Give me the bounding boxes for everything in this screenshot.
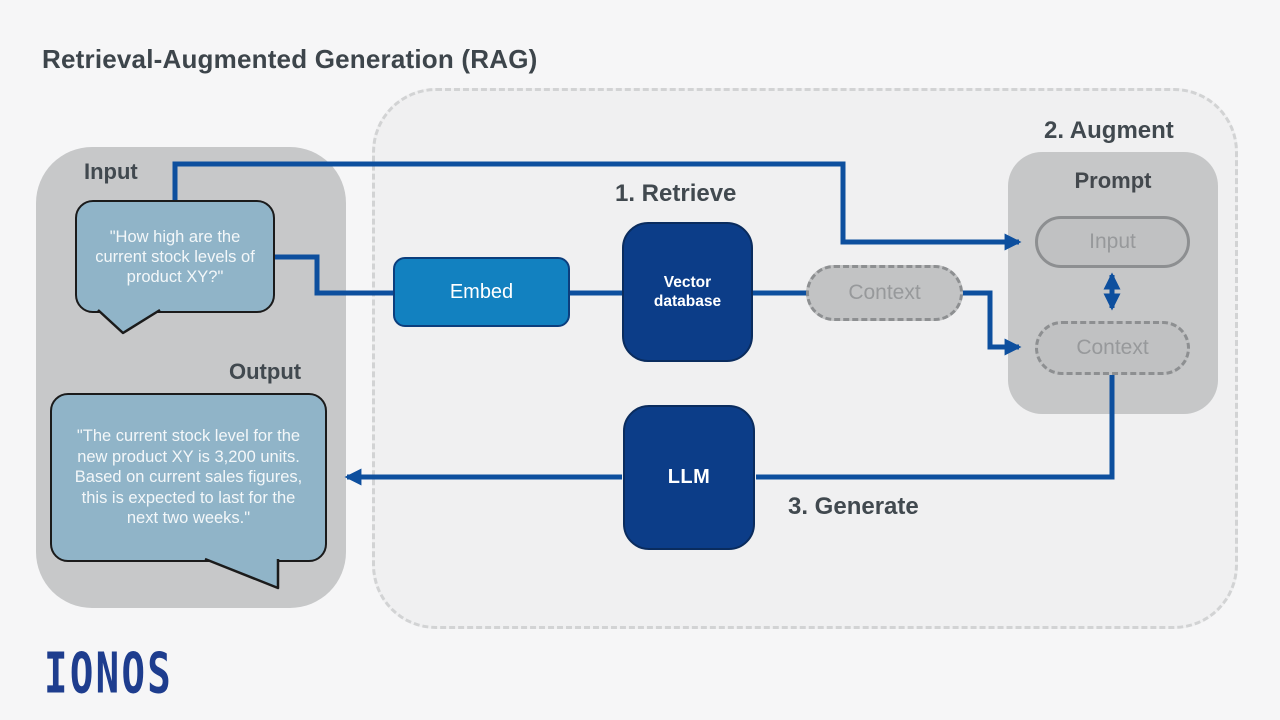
context-node: Context	[806, 265, 963, 321]
input-speech-bubble: "How high are the current stock levels o…	[75, 200, 275, 313]
prompt-input-oval: Input	[1035, 216, 1190, 268]
step-augment-label: 2. Augment	[1044, 117, 1174, 144]
step-generate-label: 3. Generate	[788, 493, 919, 520]
output-speech-bubble: "The current stock level for the new pro…	[50, 393, 327, 562]
llm-node: LLM	[623, 405, 755, 550]
input-section-label: Input	[84, 159, 138, 184]
step-retrieve-label: 1. Retrieve	[615, 180, 737, 207]
vector-database-node: Vector database	[622, 222, 753, 362]
output-section-label: Output	[229, 359, 302, 384]
page-title: Retrieval-Augmented Generation (RAG)	[42, 44, 538, 74]
prompt-context-oval: Context	[1035, 321, 1190, 375]
ionos-logo: IONOS	[44, 641, 174, 706]
prompt-label: Prompt	[1074, 168, 1152, 193]
embed-node: Embed	[393, 257, 570, 327]
